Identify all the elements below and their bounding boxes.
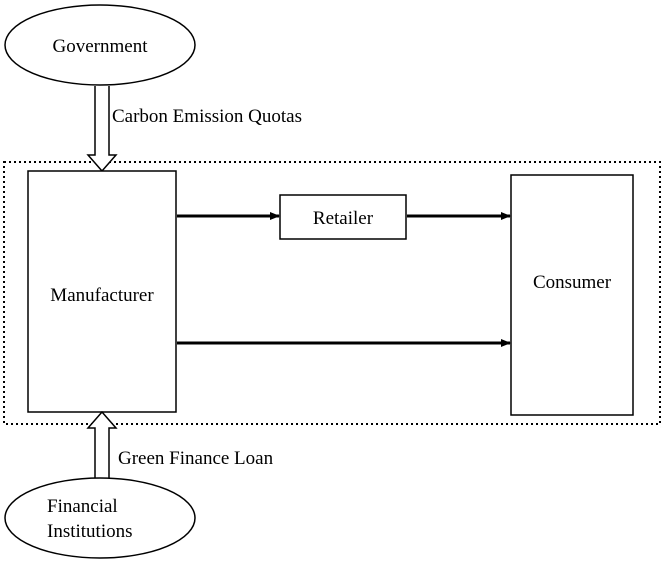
manufacturer-label: Manufacturer [50, 285, 154, 306]
green-loan-label: Green Finance Loan [118, 448, 274, 469]
financial-institutions-node: Financial Institutions [4, 477, 196, 559]
consumer-node: Consumer [510, 174, 634, 416]
consumer-label: Consumer [533, 272, 612, 293]
carbon-quota-arrow [86, 86, 118, 173]
financial-institutions-label-line2: Institutions [47, 521, 133, 542]
government-node: Government [4, 4, 196, 86]
supply-chain-boundary [3, 161, 661, 425]
green-loan-arrow [86, 410, 118, 482]
carbon-quota-label: Carbon Emission Quotas [112, 106, 302, 127]
manufacturer-node: Manufacturer [27, 170, 177, 413]
financial-institutions-label-line1: Financial [47, 496, 118, 517]
retailer-label: Retailer [313, 208, 374, 229]
retailer-node: Retailer [279, 194, 407, 240]
government-label: Government [53, 36, 149, 57]
